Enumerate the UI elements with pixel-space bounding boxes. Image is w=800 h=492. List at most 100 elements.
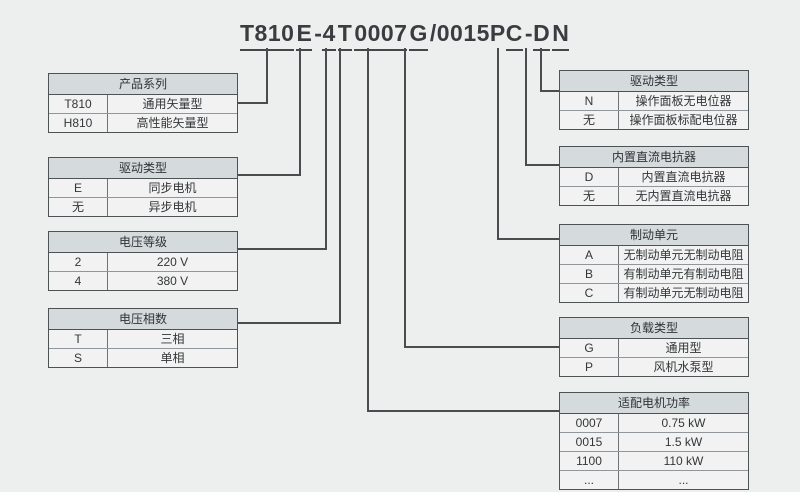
desc-cell: 单相 (160, 351, 185, 365)
table-drive-type: 驱动类型 E 同步电机 无 异步电机 (48, 157, 238, 217)
table-dc-reactor: 内置直流电抗器 D 内置直流电抗器 无 无内置直流电抗器 (559, 146, 749, 206)
code-cell: A (560, 246, 619, 264)
desc-cell: 380 V (156, 274, 189, 288)
desc-cell: 有制动单元无制动电阻 (623, 286, 744, 300)
code-cell: 2 (49, 253, 108, 271)
code-cell: 1100 (560, 452, 619, 470)
table-panel-type: 驱动类型 N 操作面板无电位器 无 操作面板标配电位器 (559, 70, 749, 130)
table-row: A 无制动单元无制动电阻 (560, 246, 748, 265)
code-cell: P (560, 358, 619, 376)
desc-cell: 异步电机 (148, 200, 197, 214)
code-cell: G (560, 339, 619, 357)
code-segment-voltage: 4 (322, 20, 336, 51)
table-row: S 单相 (49, 349, 237, 367)
code-cell: B (560, 265, 619, 283)
connector-drive-vertical (299, 48, 301, 176)
table-product-series-title: 产品系列 (49, 74, 237, 95)
desc-cell: 通用矢量型 (142, 97, 203, 111)
desc-cell: 无制动单元无制动电阻 (623, 248, 744, 262)
table-row: 0015 1.5 kW (560, 433, 748, 452)
table-row: 无 异步电机 (49, 198, 237, 216)
desc-cell: ... (678, 473, 689, 487)
desc-cell: 通用型 (665, 341, 702, 355)
desc-cell: 0.75 kW (661, 416, 706, 430)
code-cell: 无 (560, 187, 619, 205)
table-voltage-phase: 电压相数 T 三相 S 单相 (48, 308, 238, 368)
table-row: T 三相 (49, 330, 237, 349)
desc-cell: 同步电机 (148, 181, 197, 195)
table-row: B 有制动单元有制动电阻 (560, 265, 748, 284)
table-motor-power: 适配电机功率 0007 0.75 kW 0015 1.5 kW 1100 110… (559, 392, 749, 490)
desc-cell: 1.5 kW (664, 435, 703, 449)
table-row: N 操作面板无电位器 (560, 92, 748, 111)
connector-series-horizontal (237, 102, 268, 104)
code-cell: 0015 (560, 433, 619, 451)
desc-cell: 三相 (160, 332, 185, 346)
connector-voltage-vertical (325, 48, 327, 250)
table-voltage-class: 电压等级 2 220 V 4 380 V (48, 231, 238, 291)
table-voltage-class-title: 电压等级 (49, 232, 237, 253)
code-cell: E (49, 179, 108, 197)
table-product-series: 产品系列 T810 通用矢量型 H810 高性能矢量型 (48, 73, 238, 133)
connector-voltage-horizontal (237, 248, 327, 250)
table-motor-power-title: 适配电机功率 (560, 393, 748, 414)
connector-dc-reactor-vertical (525, 48, 527, 166)
table-row: 无 操作面板标配电位器 (560, 111, 748, 129)
code-cell: C (560, 284, 619, 302)
code-cell: ... (560, 471, 619, 489)
table-row: C 有制动单元无制动电阻 (560, 284, 748, 302)
table-brake-unit: 制动单元 A 无制动单元无制动电阻 B 有制动单元有制动电阻 C 有制动单元无制… (559, 224, 749, 303)
desc-cell: 操作面板标配电位器 (629, 113, 738, 127)
code-cell: 无 (49, 198, 108, 216)
code-cell: N (560, 92, 619, 110)
code-segment-drive: E (296, 20, 313, 51)
code-cell: T (49, 330, 108, 348)
table-voltage-phase-title: 电压相数 (49, 309, 237, 330)
connector-motor-power-horizontal (367, 410, 559, 412)
table-row: 无 无内置直流电抗器 (560, 187, 748, 205)
code-segment-phase: T (337, 20, 353, 51)
connector-load-type-horizontal (404, 346, 559, 348)
table-row: D 内置直流电抗器 (560, 168, 748, 187)
connector-phase-horizontal (237, 322, 341, 324)
code-segment-series: T810 (240, 20, 295, 51)
desc-cell: 操作面板无电位器 (635, 94, 732, 108)
code-segment-dash1: - (314, 20, 323, 46)
table-row: H810 高性能矢量型 (49, 114, 237, 132)
connector-brake-unit-horizontal (497, 238, 559, 240)
table-row: ... ... (560, 471, 748, 489)
desc-cell: 220 V (156, 255, 189, 269)
code-segment-reactor: D (533, 20, 551, 51)
connector-panel-type-vertical (540, 48, 542, 92)
table-row: T810 通用矢量型 (49, 95, 237, 114)
table-brake-unit-title: 制动单元 (560, 225, 748, 246)
code-cell: 无 (560, 111, 619, 129)
table-row: 2 220 V (49, 253, 237, 272)
table-row: G 通用型 (560, 339, 748, 358)
connector-motor-power-vertical (367, 48, 369, 412)
table-row: 4 380 V (49, 272, 237, 290)
code-cell: S (49, 349, 108, 367)
connector-phase-vertical (339, 48, 341, 324)
code-cell: H810 (49, 114, 108, 132)
table-row: P 风机水泵型 (560, 358, 748, 376)
desc-cell: 内置直流电抗器 (641, 170, 726, 184)
code-cell: D (560, 168, 619, 186)
desc-cell: 110 kW (663, 454, 704, 468)
connector-panel-type-horizontal (540, 90, 559, 92)
desc-cell: 高性能矢量型 (136, 116, 209, 130)
connector-series-vertical (266, 48, 268, 104)
desc-cell: 风机水泵型 (653, 360, 714, 374)
connector-dc-reactor-horizontal (525, 164, 559, 166)
table-panel-type-title: 驱动类型 (560, 71, 748, 92)
code-segment-load-g: G (409, 20, 428, 51)
connector-drive-horizontal (237, 174, 301, 176)
desc-cell: 无内置直流电抗器 (635, 189, 732, 203)
code-cell: 4 (49, 272, 108, 290)
table-dc-reactor-title: 内置直流电抗器 (560, 147, 748, 168)
code-segment-panel: N (552, 20, 570, 51)
code-segment-dash2: - (524, 20, 534, 46)
code-cell: 0007 (560, 414, 619, 432)
code-segment-brake: C (505, 20, 523, 51)
